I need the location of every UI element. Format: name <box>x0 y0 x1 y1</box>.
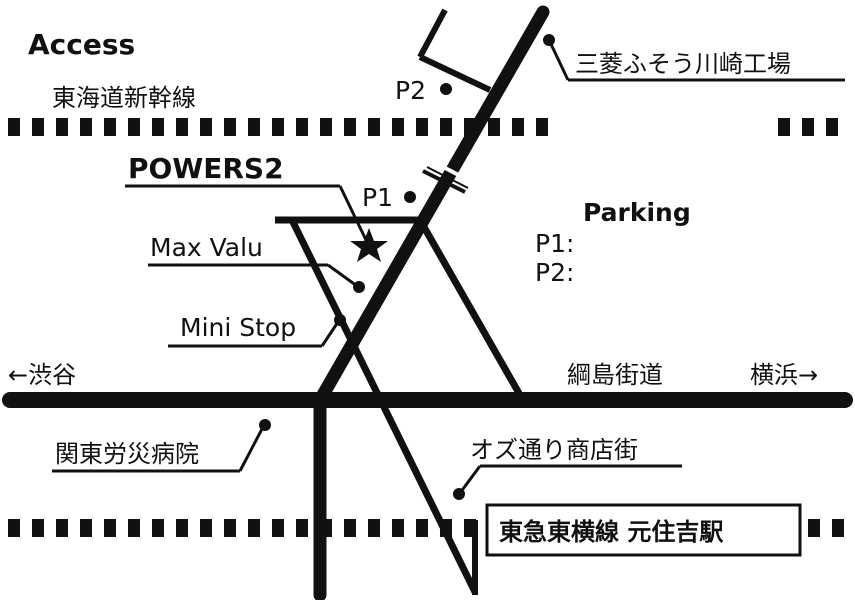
powers2-label: POWERS2 <box>128 152 284 185</box>
main-road-label: 綱島街道 <box>567 361 663 389</box>
branch-road-left <box>288 218 479 594</box>
p1-marker-label: P1 <box>362 183 393 212</box>
parking-p2-label: P2: <box>535 258 574 287</box>
mitsubishi-label: 三菱ふそう川崎工場 <box>575 50 791 78</box>
powers2-leader <box>338 185 368 241</box>
maxvalu-dot-icon <box>353 281 365 293</box>
parking-p1-label: P1: <box>535 229 574 258</box>
shopping-street-leader-diag <box>458 465 482 494</box>
shopping-street-label: オズ通り商店街 <box>470 436 638 464</box>
p2-dot-icon <box>440 83 452 95</box>
mitsubishi-leader-diag <box>548 41 570 81</box>
road-p2-branch <box>418 54 492 93</box>
hospital-leader-diag <box>238 426 265 472</box>
hospital-label: 関東労災病院 <box>55 440 199 468</box>
right-direction-label: 横浜→ <box>750 361 818 389</box>
mitsubishi-dot-icon <box>543 34 555 46</box>
star-icon <box>350 228 388 262</box>
hospital-dot-icon <box>259 419 271 431</box>
left-direction-label: ←渋谷 <box>8 361 76 389</box>
parking-heading: Parking <box>583 198 691 227</box>
bridge-mark <box>422 158 471 194</box>
diagonal-road <box>313 5 550 407</box>
p2-marker-label: P2 <box>395 76 426 105</box>
station-label: 東急東横線 元住吉駅 <box>499 518 723 546</box>
station-box <box>485 503 802 557</box>
maxvalu-label: Max Valu <box>150 233 263 262</box>
ministop-label: Mini Stop <box>180 313 296 342</box>
shopping-street-dot-icon <box>453 488 465 500</box>
ministop-dot-icon <box>334 314 346 326</box>
branch-road-right <box>416 218 524 397</box>
shinkansen-label: 東海道新幹線 <box>52 84 196 112</box>
ministop-leader-diag <box>320 321 340 347</box>
maxvalu-leader-diag <box>327 263 358 288</box>
map-title: Access <box>28 28 135 61</box>
road-to-p2 <box>417 8 448 59</box>
p1-dot-icon <box>404 191 416 203</box>
